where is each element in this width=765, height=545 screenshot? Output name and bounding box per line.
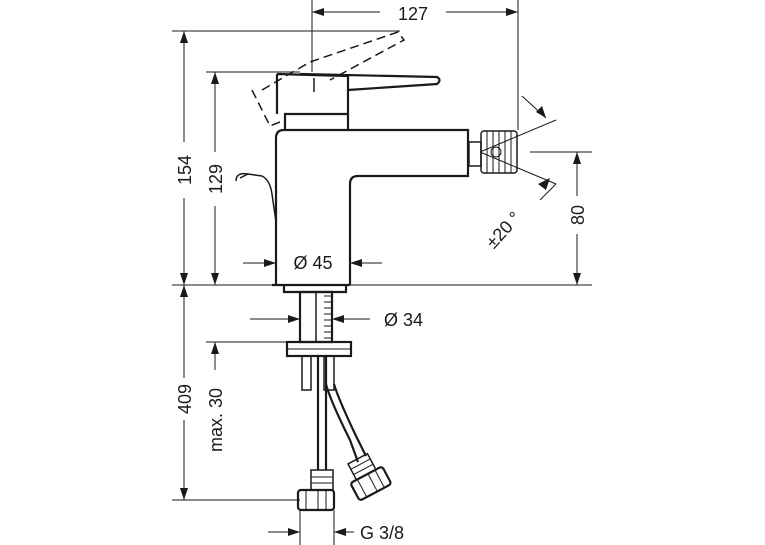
shank-assembly [285,290,392,512]
hose-left [316,356,328,470]
body-outline [274,128,470,285]
label-diameter-45: Ø 45 [293,253,332,273]
label-154: 154 [175,155,195,185]
label-diameter-34: Ø 34 [384,310,423,330]
dimension-labels: 127 154 129 80 ±20 ° Ø 45 Ø 34 409 max. … [175,4,588,543]
label-129: 129 [206,164,226,194]
label-thread: G 3/8 [360,523,404,543]
popup-knob [239,173,249,179]
mixer-body [235,31,518,294]
dimension-lines [172,0,592,545]
lever [275,72,441,114]
label-127: 127 [398,4,428,24]
label-409: 409 [175,384,195,414]
hose-nut-right [347,452,392,501]
spray-nozzle [468,130,518,174]
label-max-30: max. 30 [206,388,226,452]
popup-rod [235,172,277,223]
hose-nut-left [296,469,336,512]
cartridge-housing [283,112,350,130]
label-80: 80 [568,205,588,225]
stud [301,355,312,391]
hose-right [324,383,367,463]
lever-alt-position [251,31,406,127]
label-angle: ±20 ° [482,208,525,253]
